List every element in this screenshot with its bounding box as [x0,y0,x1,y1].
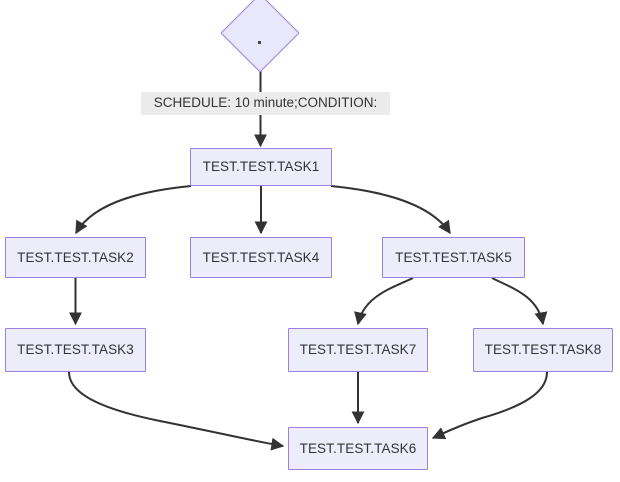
node-task5-label: TEST.TEST.TASK5 [395,249,512,265]
node-task1-label: TEST.TEST.TASK1 [202,159,320,175]
edge-task3-task6 [68,371,285,451]
start-node[interactable] [220,0,300,73]
start-node-dot [258,41,261,44]
node-task7[interactable]: TEST.TEST.TASK7 [288,328,428,372]
edge-task1-task2 [75,185,192,235]
node-task8[interactable]: TEST.TEST.TASK8 [473,328,613,372]
node-task2[interactable]: TEST.TEST.TASK2 [5,237,146,278]
node-task4-label: TEST.TEST.TASK4 [202,249,320,265]
node-task4[interactable]: TEST.TEST.TASK4 [190,237,332,278]
edge-task1-task5 [330,185,451,235]
node-task3[interactable]: TEST.TEST.TASK3 [5,328,146,372]
node-task3-label: TEST.TEST.TASK3 [17,342,134,358]
edge-task5-task7 [491,277,548,326]
node-task2-label: TEST.TEST.TASK2 [17,249,134,265]
node-task6-label: TEST.TEST.TASK6 [299,440,417,456]
schedule-condition-label: SCHEDULE: 10 minute;CONDITION: [141,92,390,115]
node-task5[interactable]: TEST.TEST.TASK5 [382,237,525,278]
node-task1[interactable]: TEST.TEST.TASK1 [190,148,332,186]
edge-task8-task6 [431,371,548,440]
node-task7-label: TEST.TEST.TASK7 [299,342,417,358]
node-task6[interactable]: TEST.TEST.TASK6 [288,427,428,470]
node-task8-label: TEST.TEST.TASK8 [484,342,602,358]
edge-task5-task8 [354,277,414,326]
